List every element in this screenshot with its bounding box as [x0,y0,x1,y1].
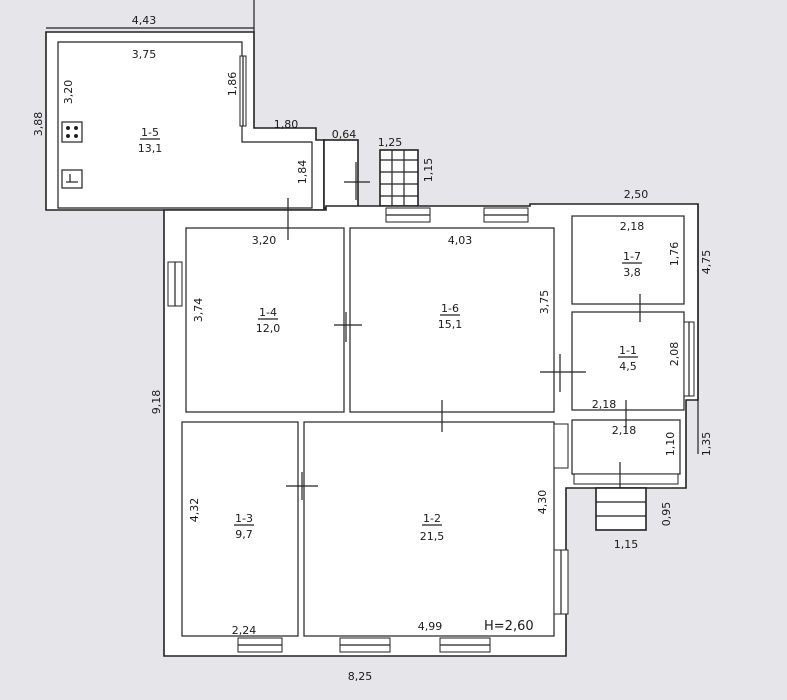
door-marks [286,198,641,500]
dim-vest-h: 1,10 [664,432,677,457]
dim-porch-h: 1,84 [296,160,309,185]
sink-icon [61,169,83,189]
stairs [379,149,419,207]
dim-top-ext: 4,43 [132,14,157,27]
dim-r16-h: 3,75 [538,290,551,315]
dim-steps-w: 1,15 [614,538,639,551]
room-1-5-wall [45,31,325,211]
room-area: 3,8 [623,266,641,279]
room-id: 1-4 [259,306,277,319]
dim-right-ext-low: 1,35 [700,432,713,457]
dim-r14-h: 3,74 [192,298,205,323]
stove-burner-icon [74,126,78,130]
room-area: 12,0 [256,322,281,335]
window-vestibule-bottom [573,473,679,485]
stove-burner-icon [74,134,78,138]
dim-r15-notch-v: 1,86 [226,72,239,97]
dim-right-top-ext: 2,50 [624,188,649,201]
room-id: 1-5 [141,126,159,139]
dimension-labels: 4,43 3,75 3,20 3,88 1,86 1,80 0,64 1,84 … [32,14,713,683]
room-id: 1-6 [441,302,459,315]
dim-steps-h: 0,95 [660,502,673,527]
room-1-6-outline [349,227,555,413]
room-label-1-2: 1-2 21,5 [420,512,445,543]
stove-burner-icon [66,126,70,130]
dim-left-ext: 9,18 [150,390,163,415]
stove-burner-icon [66,134,70,138]
entrance-steps [595,487,647,531]
room-label-1-4: 1-4 12,0 [256,306,281,335]
dim-right-ext-v: 4,75 [700,250,713,275]
room-id: 1-7 [623,250,641,263]
room-label-1-6: 1-6 15,1 [438,302,463,331]
room-id: 1-3 [235,512,253,525]
dim-r11-h: 2,08 [668,342,681,367]
room-id: 1-1 [619,344,637,357]
room-1-3-outline [181,421,299,637]
room-id: 1-2 [423,512,441,525]
dim-r14-w: 3,20 [252,234,277,247]
room-label-1-5: 1-5 13,1 [138,126,163,155]
dim-r17-w: 2,18 [620,220,645,233]
dim-r11-w: 2,18 [592,398,617,411]
room-area: 21,5 [420,530,445,543]
dim-bottom-ext: 8,25 [348,670,373,683]
room-area: 9,7 [235,528,253,541]
room-area: 13,1 [138,142,163,155]
room-label-1-7: 1-7 3,8 [622,250,642,279]
porch-wall [323,139,359,209]
dim-vest-w: 2,18 [612,424,637,437]
dim-r13-h: 4,32 [188,498,201,523]
room-1-7-outline [571,215,685,305]
room-area: 15,1 [438,318,463,331]
window-vestibule-left [553,423,569,469]
ceiling-height-note: H=2,60 [484,619,534,634]
dim-r16-w: 4,03 [448,234,473,247]
dim-r15-height: 3,20 [62,80,75,105]
dim-r15-width: 3,75 [132,48,157,61]
dim-r12-h: 4,30 [536,490,549,515]
room-label-1-3: 1-3 9,7 [234,512,254,541]
dim-r13-w: 2,24 [232,624,257,637]
dim-r15-notch-h: 1,80 [274,118,299,131]
room-1-2-outline [303,421,555,637]
dim-stair-w: 1,25 [378,136,403,149]
dim-porch-w: 0,64 [332,128,357,141]
dim-r17-h: 1,76 [668,242,681,267]
room-label-1-1: 1-1 4,5 [618,344,638,373]
room-1-5-outline [57,41,313,209]
dim-r12-w: 4,99 [418,620,443,633]
dim-stair-h: 1,15 [422,158,435,183]
room-area: 4,5 [619,360,637,373]
room-1-4-outline [185,227,345,413]
dim-ext-left-top: 3,88 [32,112,45,137]
stove-icon [61,121,83,143]
